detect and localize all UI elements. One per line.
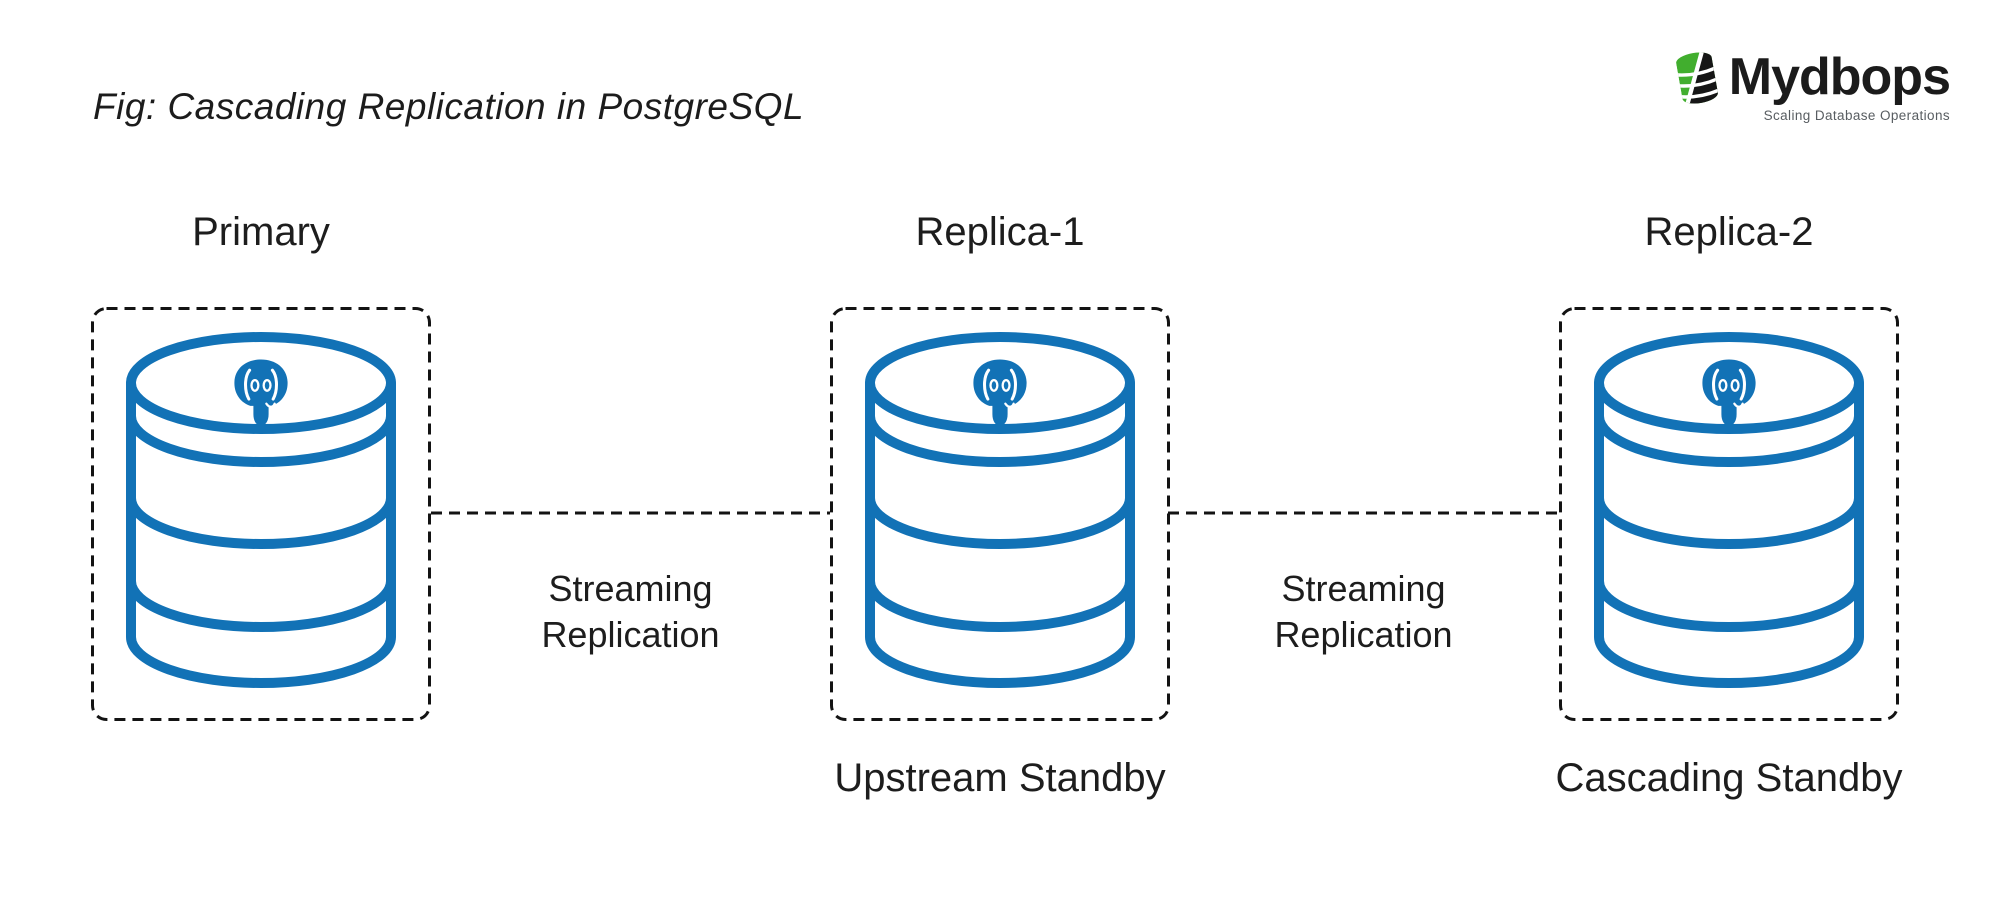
node-box-primary <box>91 307 431 721</box>
connection-label-1: Streaming Replication <box>431 566 830 658</box>
connector-primary-replica1 <box>431 511 830 515</box>
connector-replica1-replica2 <box>1168 511 1559 515</box>
brand-tagline: Scaling Database Operations <box>1763 107 1950 123</box>
node-box-replica-1 <box>830 307 1170 721</box>
postgresql-database-icon <box>1589 327 1869 697</box>
brand-name: Mydbops <box>1728 48 1951 106</box>
connection-label-2: Streaming Replication <box>1168 566 1559 658</box>
node-box-replica-2 <box>1559 307 1899 721</box>
connection-label-line: Replication <box>1274 614 1453 655</box>
postgresql-database-icon <box>121 327 401 697</box>
node-label-replica-2: Replica-2 <box>1644 210 1814 254</box>
mydbops-logo: Mydbops Scaling Database Operations <box>1673 42 1951 123</box>
node-label-primary: Primary <box>192 210 330 254</box>
mydbops-database-icon <box>1674 49 1719 107</box>
node-sublabel-replica-1: Upstream Standby <box>834 756 1166 800</box>
connection-label-line: Replication <box>541 614 720 655</box>
postgresql-database-icon <box>860 327 1140 697</box>
node-sublabel-replica-2: Cascading Standby <box>1555 756 1903 800</box>
node-label-replica-1: Replica-1 <box>915 210 1085 254</box>
connection-label-line: Streaming <box>548 568 713 609</box>
figure-title: Fig: Cascading Replication in PostgreSQL <box>93 86 805 127</box>
connection-label-line: Streaming <box>1281 568 1446 609</box>
